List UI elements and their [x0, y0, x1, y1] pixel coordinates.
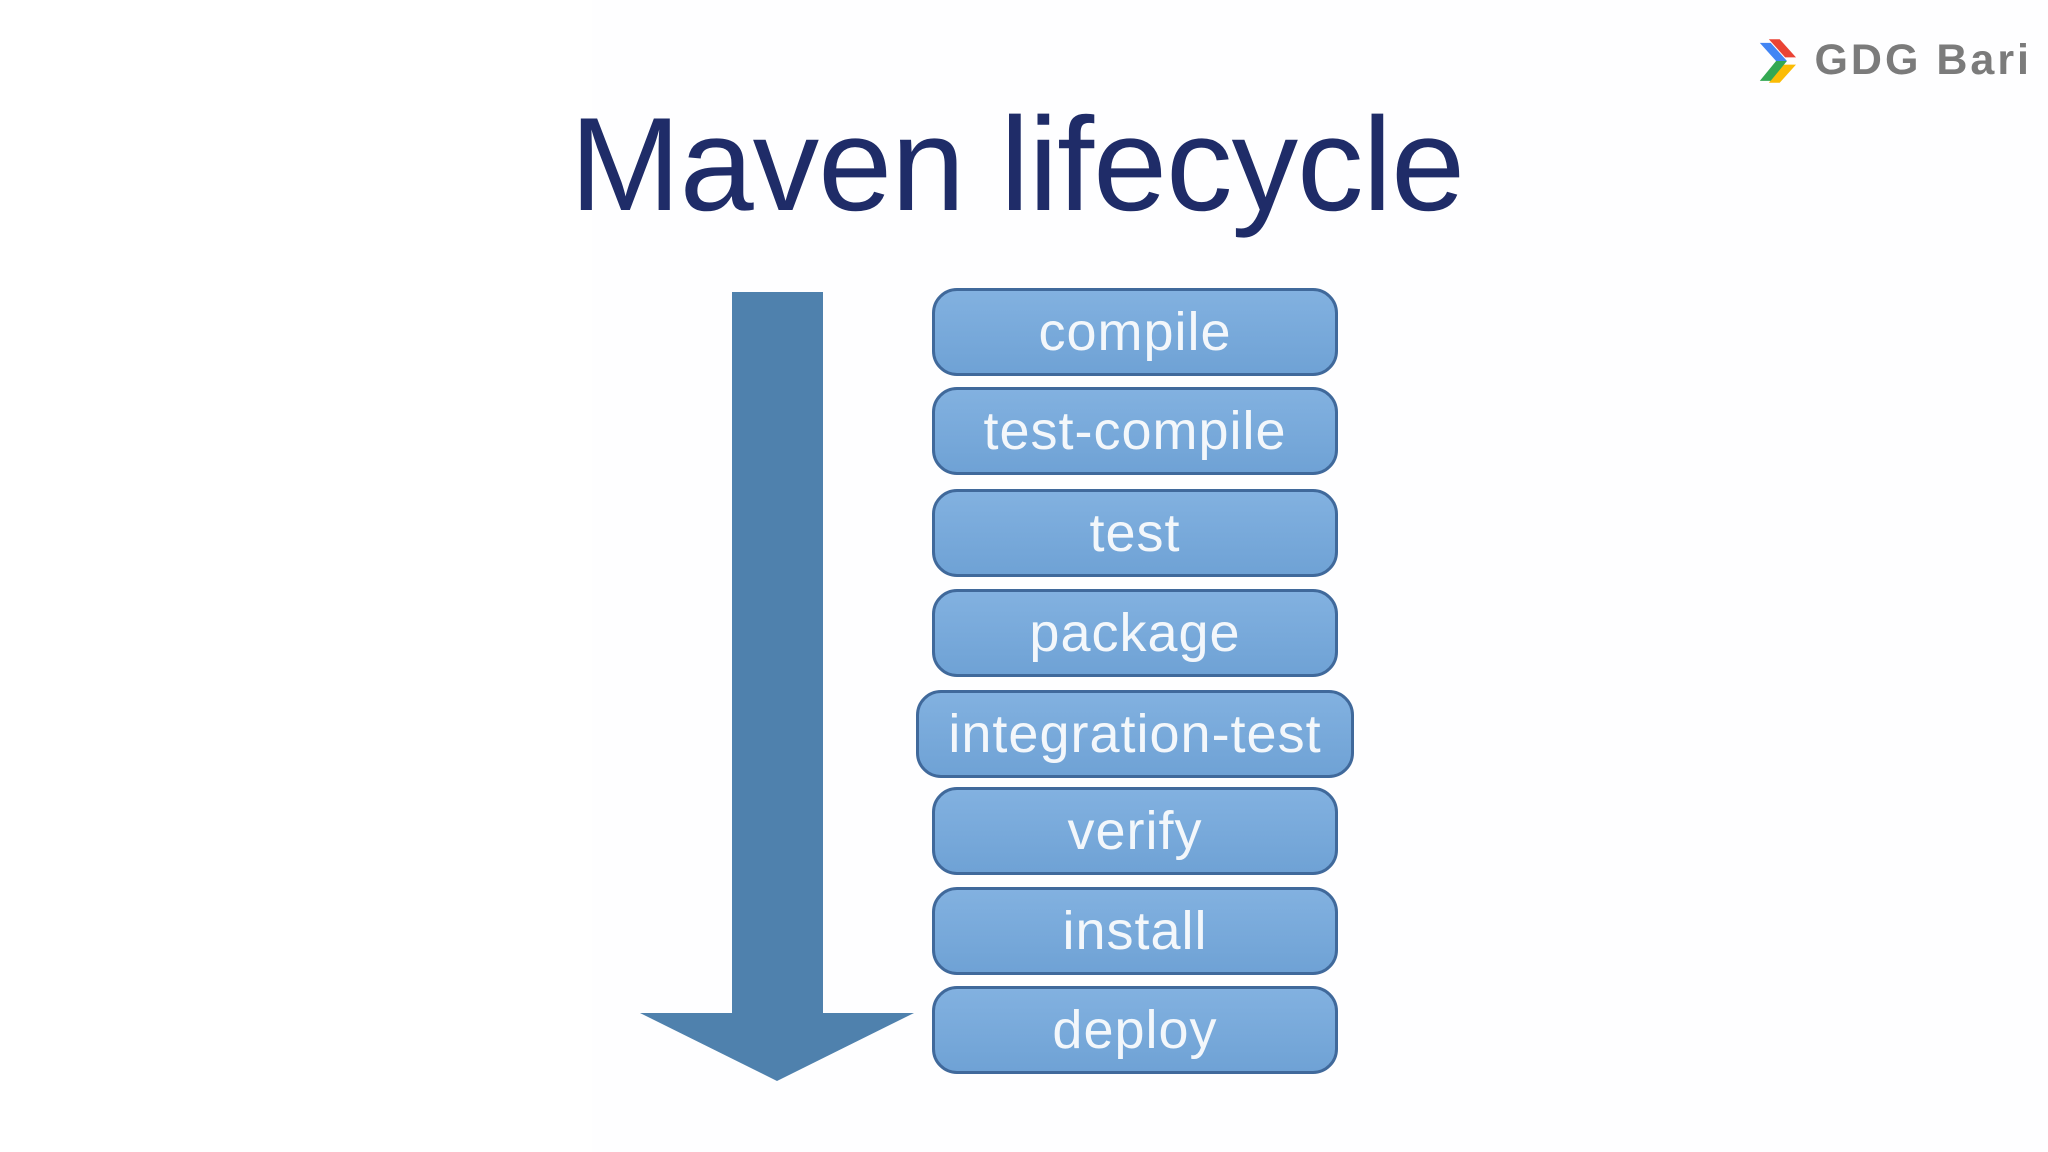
- page-title: Maven lifecycle: [569, 91, 1465, 239]
- gdg-bari-logo: GDG Bari: [1758, 36, 2032, 85]
- gdg-chevron-icon: [1760, 38, 1797, 83]
- phase-label: deploy: [1052, 1000, 1218, 1060]
- phase-box-deploy: deploy: [932, 986, 1338, 1074]
- phase-box-package: package: [932, 589, 1338, 677]
- phase-box-test-compile: test-compile: [932, 387, 1338, 475]
- phase-label: test: [1089, 503, 1181, 563]
- phase-label: integration-test: [948, 704, 1322, 764]
- phase-label: verify: [1067, 801, 1203, 861]
- phase-label: package: [1029, 603, 1241, 663]
- phase-label: install: [1062, 901, 1208, 961]
- phase-box-install: install: [932, 887, 1338, 975]
- lifecycle-phase-list: compile test-compile test package integr…: [916, 0, 1354, 1152]
- lifecycle-down-arrow-icon: [640, 292, 914, 1081]
- phase-box-integration-test: integration-test: [916, 690, 1354, 778]
- phase-label: test-compile: [983, 401, 1287, 461]
- phase-box-compile: compile: [932, 288, 1338, 376]
- gdg-bari-logo-text: GDG Bari: [1814, 36, 2032, 84]
- phase-label: compile: [1038, 302, 1232, 362]
- phase-box-test: test: [932, 489, 1338, 577]
- phase-box-verify: verify: [932, 787, 1338, 875]
